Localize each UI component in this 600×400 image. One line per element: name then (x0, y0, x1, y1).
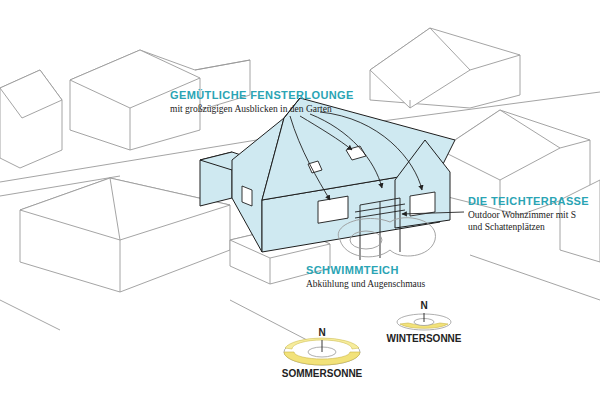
callout-text: Outdoor Wohnzimmer mit S und Schattenplä… (468, 209, 582, 233)
winter-sun-compass (397, 313, 451, 330)
north-mark: N (420, 300, 427, 311)
leader-lines (290, 112, 464, 214)
north-mark: N (318, 327, 325, 338)
neighbour-houses (0, 28, 600, 352)
callout-heading: SCHWIMMTEICH (306, 264, 399, 276)
callout-text: mit großzügigen Ausblicken in den Garten (170, 103, 332, 115)
house-details (242, 146, 435, 260)
sun-label: WINTERSONNE (387, 333, 462, 344)
callout-text: Abkühlung und Augenschmaus (306, 278, 425, 290)
callout-heading: DIE TEICHTERRASSE (468, 195, 589, 207)
main-house (200, 98, 455, 252)
summer-sun-compass (284, 338, 360, 365)
pond (338, 218, 435, 257)
sun-label: SOMMERSONNE (282, 368, 363, 379)
callout-heading: GEMÜTLICHE FENSTERLOUNGE (170, 89, 354, 101)
